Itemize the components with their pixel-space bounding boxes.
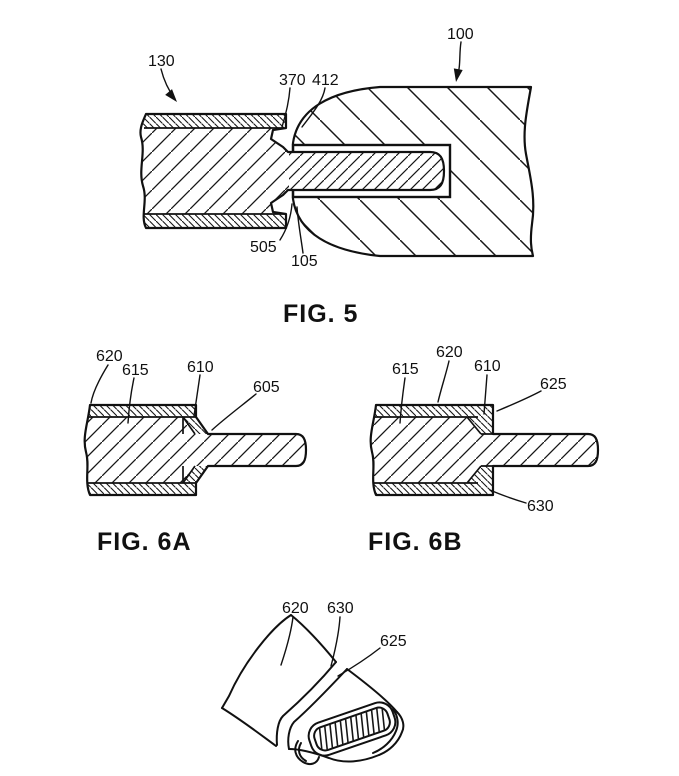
plug-shell-bottom-hatch bbox=[140, 214, 286, 228]
shell-collar-seam bbox=[287, 668, 348, 750]
ref-numeral-6c-625: 625 bbox=[380, 633, 407, 650]
ref-numeral-370: 370 bbox=[279, 72, 306, 89]
fig6b-inner-edges bbox=[374, 416, 493, 484]
leader-6a-605 bbox=[211, 393, 257, 431]
plug-shell-inner-edges bbox=[144, 127, 286, 215]
fig6b-shell-bottom-hatch bbox=[370, 483, 478, 495]
ref-numeral-6b-610: 610 bbox=[474, 358, 501, 375]
fig6a-inner-edges bbox=[88, 416, 196, 484]
leader-6b-630 bbox=[489, 489, 527, 504]
fig6a-body-hatch bbox=[84, 405, 307, 495]
fig6a-drawing: 620 615 610 605 FIG. 6A bbox=[83, 348, 308, 556]
caption-fig6a: FIG. 6A bbox=[97, 528, 192, 556]
ref-numeral-6a-605: 605 bbox=[253, 379, 280, 396]
ref-numeral-6b-615: 615 bbox=[392, 361, 419, 378]
fig6a-outline bbox=[83, 403, 308, 497]
leader-6a-620 bbox=[90, 364, 109, 404]
arrowhead-100 bbox=[453, 68, 463, 82]
contact-pad-inner bbox=[313, 706, 391, 752]
shell-top-right-edge bbox=[346, 668, 398, 713]
caption-fig6b: FIG. 6B bbox=[368, 528, 463, 556]
ref-numeral-6a-615: 615 bbox=[122, 362, 149, 379]
leader-105 bbox=[296, 206, 304, 254]
leader-6c-630 bbox=[330, 616, 341, 667]
leader-6a-615 bbox=[127, 377, 135, 424]
plug-outline bbox=[139, 112, 446, 230]
contact-pad bbox=[307, 701, 397, 757]
overmold-collar-front bbox=[275, 661, 337, 746]
fig5-drawing: 130 370 412 100 505 105 FIG. 5 bbox=[139, 26, 535, 328]
leader-6b-610 bbox=[483, 374, 488, 415]
fig6a-shell-bottom-hatch bbox=[84, 483, 196, 495]
ref-numeral-6c-620: 620 bbox=[282, 600, 309, 617]
leader-6c-620 bbox=[280, 616, 294, 666]
fig6c-drawing: 620 630 625 bbox=[221, 600, 407, 766]
fig6a-shell-top-hatch bbox=[84, 405, 196, 417]
fig6a-wedge-bottom-hatch bbox=[183, 466, 208, 483]
shell-end-face-outer bbox=[378, 711, 405, 756]
fig6b-cap-top-hatch bbox=[467, 405, 493, 434]
ref-numeral-6a-610: 610 bbox=[187, 359, 214, 376]
ref-numeral-6b-625: 625 bbox=[540, 376, 567, 393]
leader-6b-625 bbox=[496, 390, 542, 412]
leader-505 bbox=[279, 203, 293, 241]
contact-pad-stripes bbox=[318, 705, 386, 753]
ref-numeral-412: 412 bbox=[312, 72, 339, 89]
fig6b-outline bbox=[369, 403, 600, 497]
arrowhead-130 bbox=[165, 89, 177, 102]
leader-6c-625 bbox=[337, 647, 381, 677]
caption-fig5: FIG. 5 bbox=[283, 300, 358, 328]
leader-6b-620 bbox=[437, 360, 450, 403]
leader-412 bbox=[301, 87, 326, 128]
shell-end-face-inner bbox=[372, 708, 399, 754]
leader-6a-610 bbox=[193, 374, 201, 417]
ref-numeral-505: 505 bbox=[250, 239, 277, 256]
contact-pad-outer bbox=[307, 701, 397, 757]
ref-numeral-100: 100 bbox=[447, 26, 474, 43]
shell-retention-notch bbox=[294, 740, 320, 766]
leader-370 bbox=[281, 87, 291, 128]
overmold-left-edge bbox=[221, 614, 292, 709]
fig6b-shell-top-hatch bbox=[370, 405, 478, 417]
ref-numeral-105: 105 bbox=[291, 253, 318, 270]
ref-numeral-6c-630: 630 bbox=[327, 600, 354, 617]
overmold-top-edge bbox=[290, 614, 337, 663]
fig5-plug bbox=[139, 112, 446, 230]
ref-numeral-6b-630: 630 bbox=[527, 498, 554, 515]
fig6b-drawing: 615 620 610 625 630 FIG. 6B bbox=[368, 344, 600, 556]
shell-retention-notch-inner bbox=[297, 742, 307, 762]
ref-numeral-6a-620: 620 bbox=[96, 348, 123, 365]
fig6b-body-hatch bbox=[370, 405, 598, 495]
leader-6b-615 bbox=[399, 377, 406, 424]
receptacle-hatch bbox=[293, 87, 534, 256]
ref-numeral-130: 130 bbox=[148, 53, 175, 70]
receptacle-outline bbox=[291, 85, 535, 258]
plug-shell-top-hatch bbox=[140, 114, 286, 128]
fig6b-cap-bottom-hatch bbox=[467, 466, 493, 495]
fig6a-wedge-top-hatch bbox=[183, 417, 208, 434]
ref-numeral-6b-620: 620 bbox=[436, 344, 463, 361]
overmold-bottom-edge bbox=[221, 707, 277, 747]
